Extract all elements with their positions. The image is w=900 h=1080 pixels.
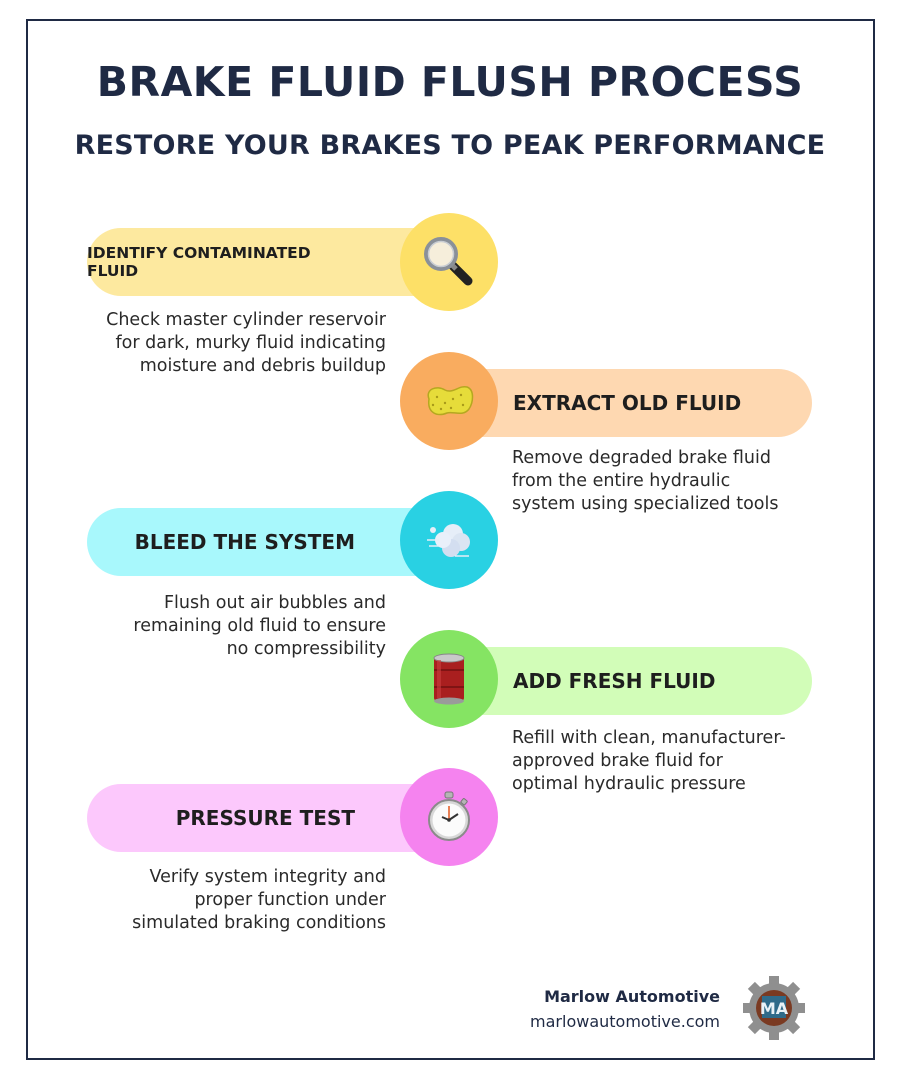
company-name: Marlow Automotive — [544, 987, 720, 1006]
step-1-bar: IDENTIFY CONTAMINATED FLUID — [87, 228, 467, 296]
page-subtitle: RESTORE YOUR BRAKES TO PEAK PERFORMANCE — [74, 130, 826, 161]
step-2-circle — [400, 352, 498, 450]
step-1-title: IDENTIFY CONTAMINATED FLUID — [87, 244, 311, 280]
step-3-title: BLEED THE SYSTEM — [134, 530, 355, 554]
company-website-link[interactable]: marlowautomotive.com — [530, 1012, 720, 1031]
svg-text:MA: MA — [760, 999, 789, 1018]
company-logo: MA — [743, 976, 805, 1040]
step-4-description: Refill with clean, manufacturer- approve… — [512, 728, 786, 794]
step-1-circle — [400, 213, 498, 311]
step-4-title: ADD FRESH FLUID — [513, 669, 716, 693]
gear-logo-icon: MA — [743, 976, 805, 1040]
step-1-description: Check master cylinder reservoir for dark… — [106, 310, 386, 376]
dashing-away-icon — [425, 518, 473, 562]
sponge-icon — [423, 381, 475, 421]
step-4-circle — [400, 630, 498, 728]
step-3-description: Flush out air bubbles and remaining old … — [133, 593, 386, 659]
step-5-title: PRESSURE TEST — [175, 806, 355, 830]
step-3-circle — [400, 491, 498, 589]
step-3-bar: BLEED THE SYSTEM — [87, 508, 467, 576]
page-title: BRAKE FLUID FLUSH PROCESS — [96, 58, 804, 106]
step-5-circle — [400, 768, 498, 866]
stopwatch-icon — [424, 790, 474, 844]
step-2-description: Remove degraded brake fluid from the ent… — [512, 448, 779, 514]
step-5-description: Verify system integrity and proper funct… — [132, 867, 386, 933]
step-2-title: EXTRACT OLD FLUID — [513, 391, 742, 415]
oil-drum-icon — [429, 652, 469, 706]
magnifying-glass-icon — [420, 233, 478, 291]
